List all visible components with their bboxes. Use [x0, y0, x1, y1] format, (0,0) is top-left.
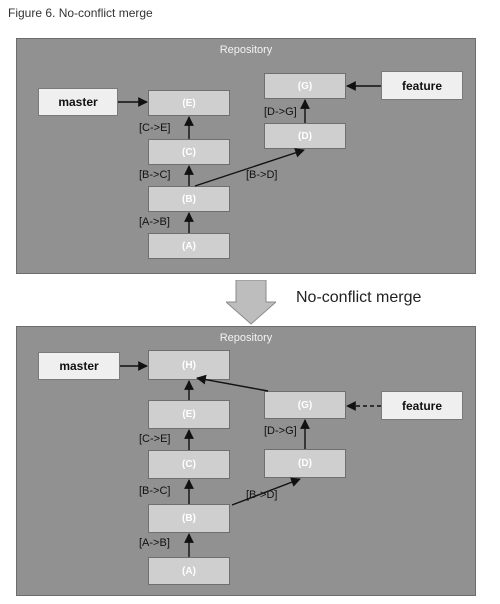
- commit-h: (H): [148, 350, 230, 380]
- arrow-b-to-d: [194, 148, 305, 187]
- commit-a: (A): [148, 233, 230, 259]
- merge-down-arrow: [226, 280, 276, 325]
- edge-label-b-c: [B->C]: [139, 169, 171, 181]
- edge-label-a-b: [A->B]: [139, 216, 170, 228]
- edge-label-d-g: [D->G]: [264, 106, 297, 118]
- arrow-b-to-d: [231, 477, 301, 506]
- edge-label-d-g: [D->G]: [264, 425, 297, 437]
- edge-label-a-b: [A->B]: [139, 537, 170, 549]
- feature-branch-label: feature: [381, 71, 463, 100]
- edge-label-b-c: [B->C]: [139, 485, 171, 497]
- figure-caption: Figure 6. No-conflict merge: [8, 6, 153, 20]
- edge-label-b-d: [B->D]: [246, 169, 278, 181]
- edge-label-c-e: [C->E]: [139, 122, 171, 134]
- commit-c: (C): [148, 450, 230, 479]
- commit-b: (B): [148, 186, 230, 212]
- commit-e: (E): [148, 400, 230, 429]
- commit-d: (D): [264, 449, 346, 478]
- commit-g: (G): [264, 391, 346, 419]
- arrow-g-to-h: [196, 374, 269, 392]
- feature-branch-label: feature: [381, 391, 463, 420]
- edge-label-c-e: [C->E]: [139, 433, 171, 445]
- commit-c: (C): [148, 139, 230, 165]
- merge-label: No-conflict merge: [296, 289, 422, 306]
- commit-a: (A): [148, 557, 230, 585]
- commit-e: (E): [148, 90, 230, 116]
- edge-label-b-d: [B->D]: [246, 489, 278, 501]
- repository-title: Repository: [219, 44, 273, 56]
- commit-d: (D): [264, 123, 346, 149]
- repository-title: Repository: [219, 332, 273, 344]
- master-branch-label: master: [38, 88, 118, 116]
- commit-b: (B): [148, 504, 230, 533]
- commit-g: (G): [264, 73, 346, 99]
- master-branch-label: master: [38, 352, 120, 380]
